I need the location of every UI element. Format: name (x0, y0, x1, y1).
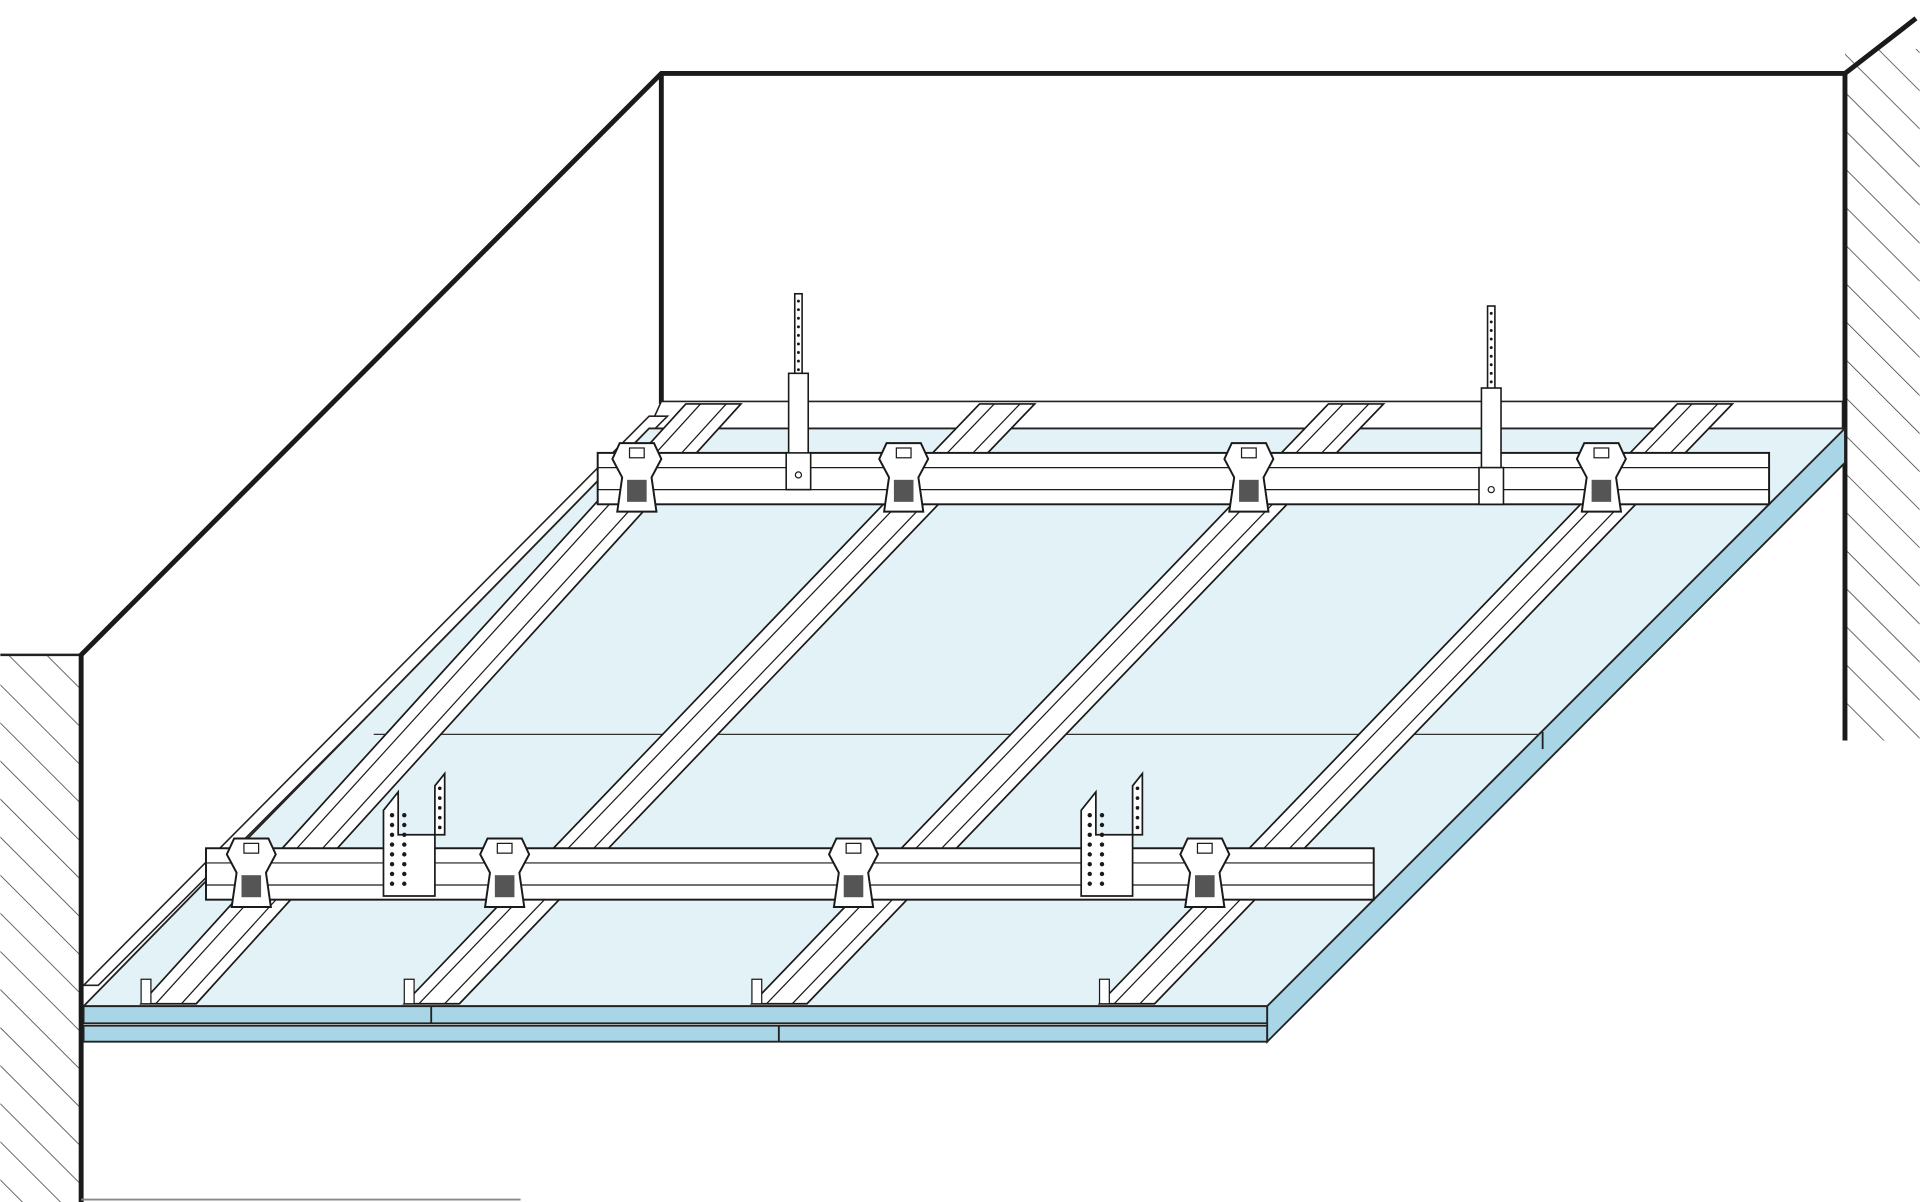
hanger-rod (785, 292, 812, 491)
hangers (382, 292, 1505, 897)
direct-hanger-bracket (1080, 771, 1144, 897)
main-channel (205, 837, 1375, 908)
channel-clip (479, 837, 531, 908)
channel-clip (827, 837, 880, 908)
main-channel (596, 442, 1771, 513)
channel-clip (878, 442, 930, 513)
direct-hanger-bracket (382, 771, 446, 897)
channel-clip (611, 442, 663, 513)
left-wall-section (0, 653, 82, 1202)
board-edge-side (1266, 426, 1846, 1044)
right-wall-section (1844, 48, 1920, 741)
board-edge-front-1 (82, 1005, 1269, 1025)
channel-clip (1575, 442, 1627, 513)
hanger-rod (1478, 305, 1505, 506)
room-outline (78, 16, 1918, 1202)
channel-clip (1223, 442, 1275, 513)
channel-clip (225, 837, 277, 908)
channel-clip (1179, 837, 1231, 908)
board-edge-front-2 (82, 1024, 1269, 1043)
